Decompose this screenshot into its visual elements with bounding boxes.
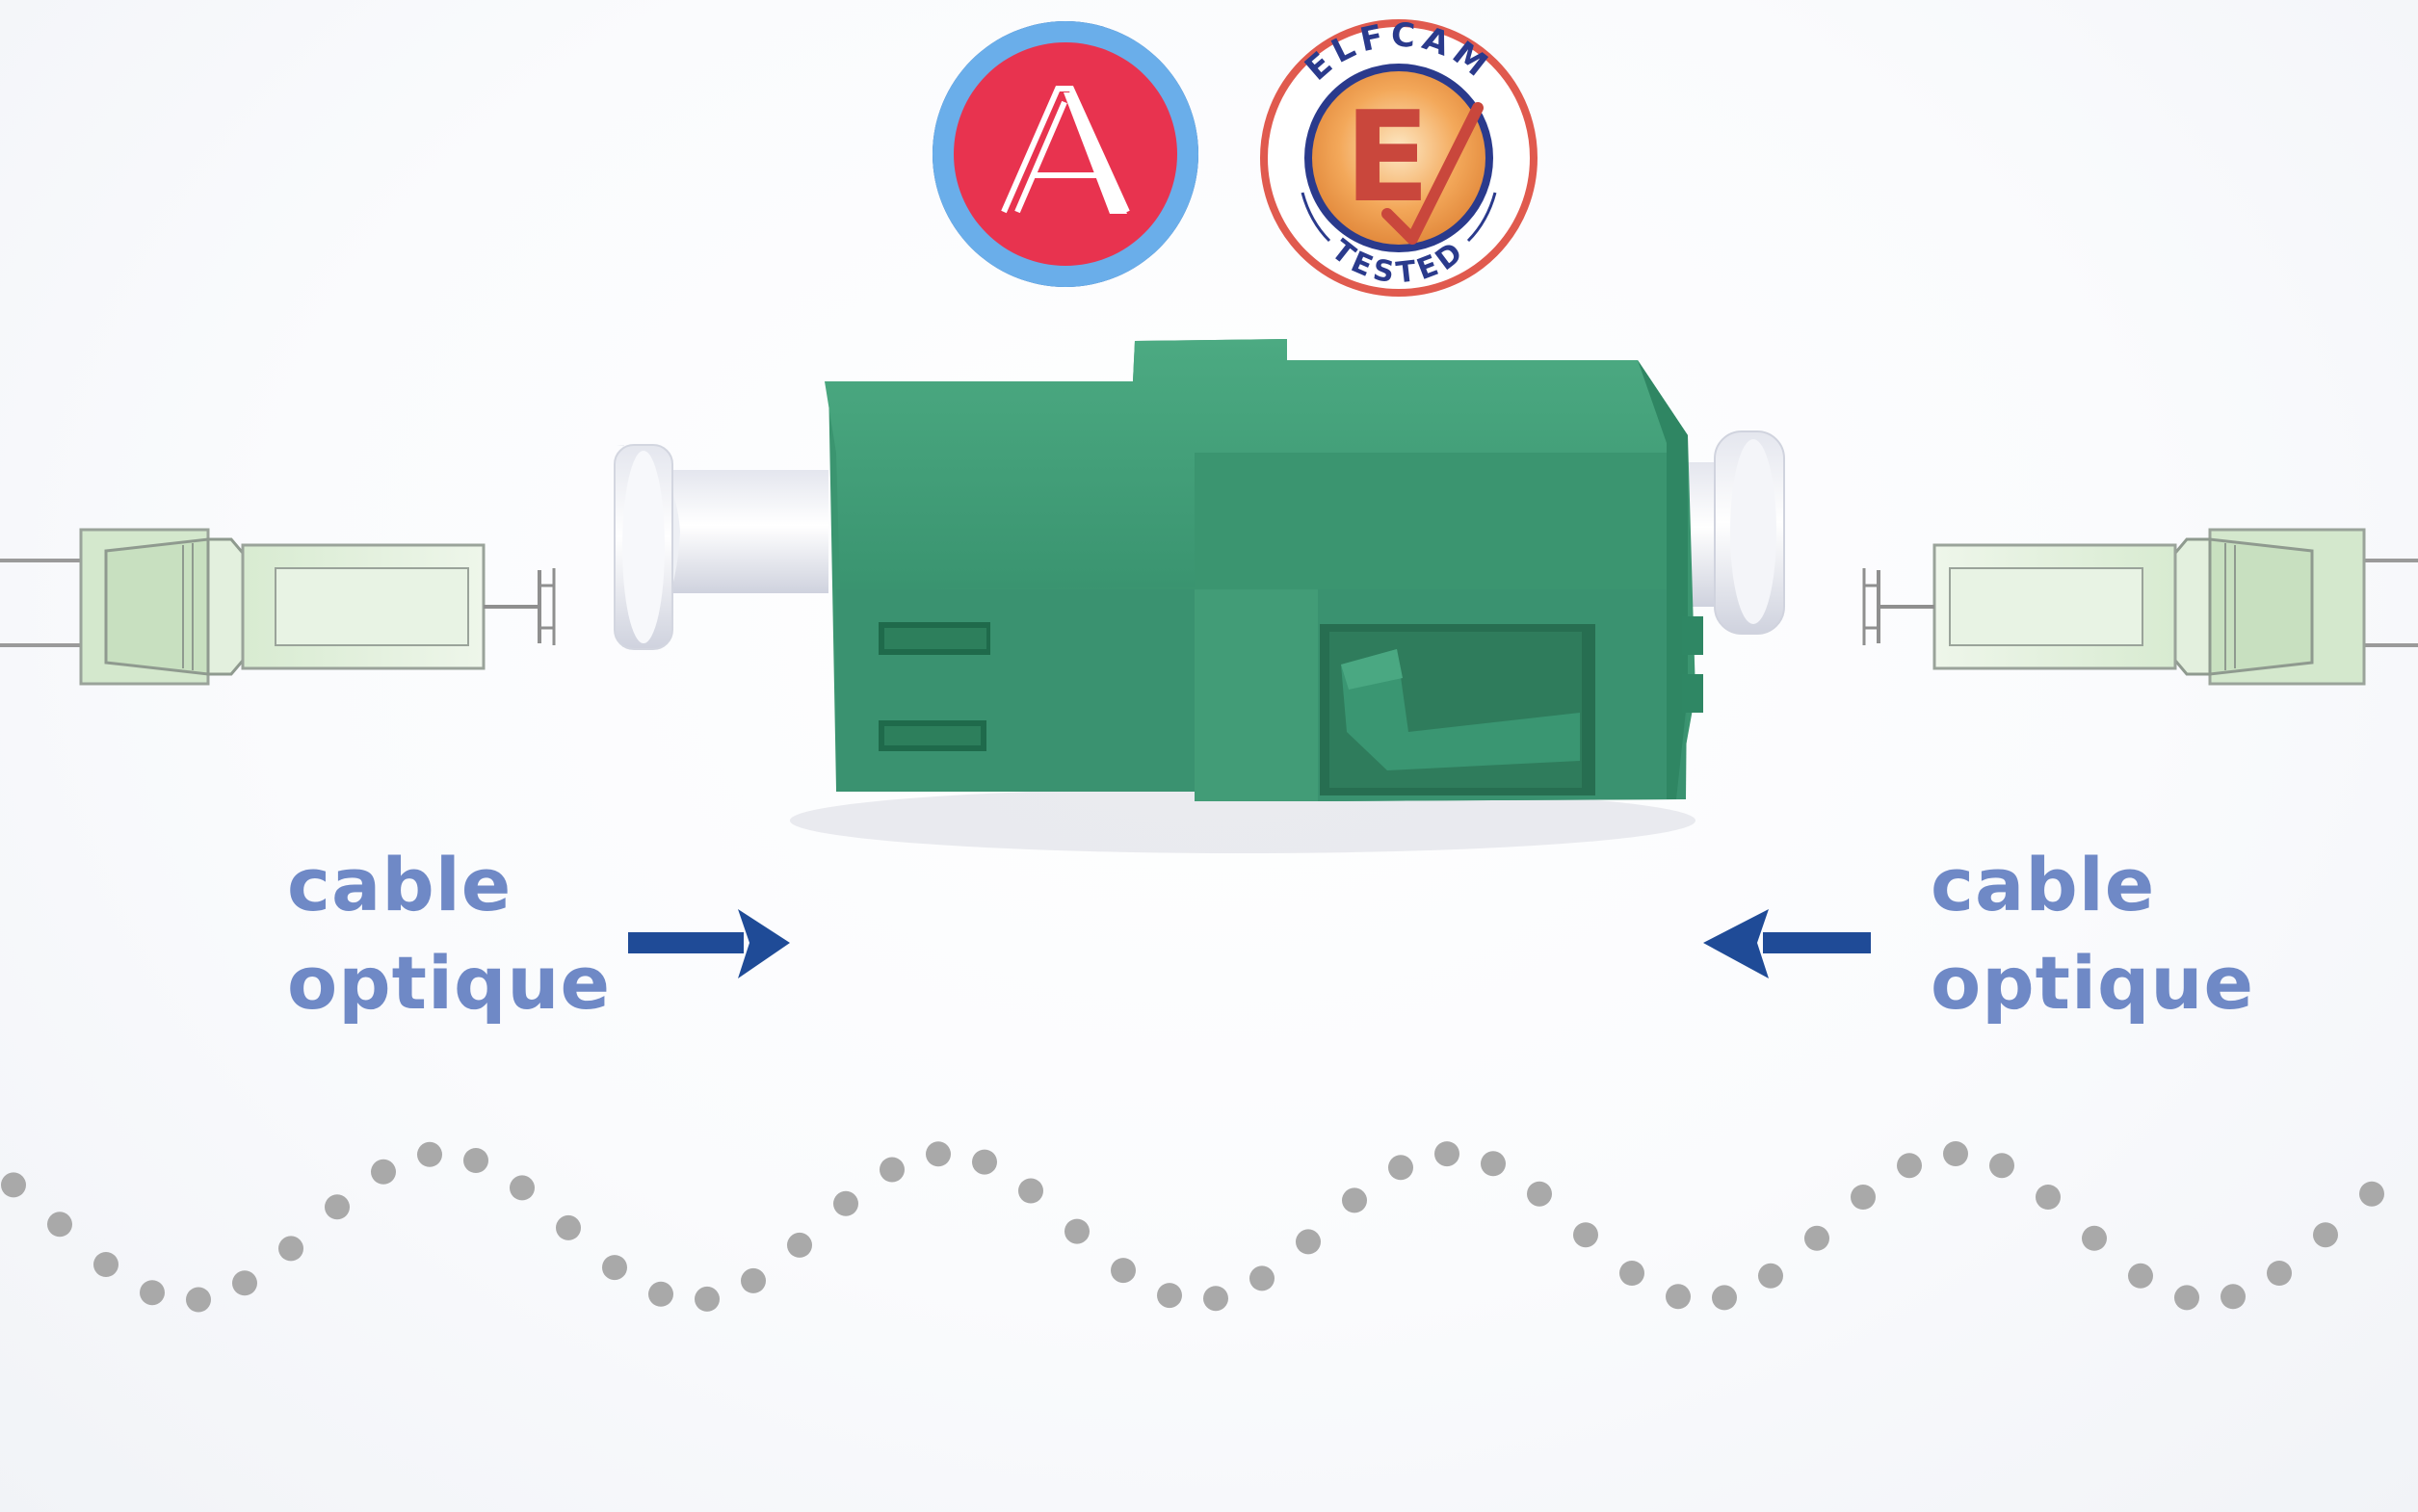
fiber-dotted-wave xyxy=(1,1141,2384,1313)
wave-dot xyxy=(510,1175,535,1201)
wave-dot xyxy=(1342,1187,1367,1213)
wave-dot xyxy=(463,1148,488,1173)
elfcam-tested-logo: ELFCAM TESTED E xyxy=(1260,15,1538,297)
wave-dot xyxy=(232,1270,257,1296)
wave-dot xyxy=(140,1280,165,1306)
elfcam-letter: E xyxy=(1345,84,1431,230)
wave-dot xyxy=(2359,1181,2384,1207)
left-cable-label: cable optique xyxy=(287,836,611,1032)
wave-dot xyxy=(1897,1153,1922,1179)
wave-dot xyxy=(1804,1225,1829,1251)
wave-dot xyxy=(602,1255,627,1281)
wave-dot xyxy=(833,1190,858,1216)
wave-dot xyxy=(1758,1263,1783,1289)
wave-dot xyxy=(1573,1222,1598,1248)
wave-dot xyxy=(1388,1155,1413,1181)
wave-dot xyxy=(787,1232,812,1258)
wave-dot xyxy=(186,1287,211,1313)
wave-dot xyxy=(926,1141,951,1167)
wave-dot xyxy=(1943,1141,1968,1166)
wave-dot xyxy=(1157,1283,1182,1309)
wave-dot xyxy=(1018,1178,1043,1204)
wave-dot xyxy=(1989,1153,2014,1179)
wave-dot xyxy=(1712,1285,1737,1311)
wave-dot xyxy=(278,1236,303,1262)
right-arrow-icon xyxy=(1703,909,1871,978)
wave-dot xyxy=(695,1286,720,1312)
wave-dot xyxy=(2221,1284,2246,1310)
wave-dot xyxy=(2128,1263,2153,1289)
left-cable-label-line2: optique xyxy=(287,940,612,1026)
wave-dot xyxy=(2036,1185,2061,1210)
wave-dot xyxy=(1666,1284,1691,1310)
right-cable-label-line1: cable xyxy=(1931,842,2156,927)
wave-dot xyxy=(417,1141,442,1167)
wave-dot xyxy=(1249,1265,1275,1291)
wave-dot xyxy=(1203,1286,1228,1312)
wave-dot xyxy=(1527,1181,1552,1207)
wave-dot xyxy=(1619,1261,1644,1286)
right-lc-connector-diagram xyxy=(1862,528,2418,686)
wave-dot xyxy=(972,1149,997,1175)
wave-dot xyxy=(880,1157,905,1183)
wave-dot xyxy=(2313,1222,2338,1248)
lc-apc-adapter xyxy=(614,339,1785,853)
wave-dot xyxy=(1064,1218,1090,1244)
left-cable-label-line1: cable xyxy=(287,842,513,927)
wave-dot xyxy=(1111,1258,1136,1284)
wave-dot xyxy=(47,1212,72,1238)
wave-dot xyxy=(1851,1185,1876,1210)
wave-dot xyxy=(2174,1285,2199,1311)
left-lc-connector-diagram xyxy=(0,528,556,686)
wave-dot xyxy=(1296,1229,1321,1255)
left-dust-cap xyxy=(614,444,828,650)
right-cable-label: cable optique xyxy=(1931,836,2254,1032)
wave-dot xyxy=(371,1159,396,1185)
left-arrow-icon xyxy=(628,909,790,978)
right-cable-label-line2: optique xyxy=(1931,940,2255,1026)
wave-dot xyxy=(556,1214,581,1240)
wave-dot xyxy=(1,1172,26,1198)
wave-dot xyxy=(741,1267,766,1293)
wave-dot xyxy=(648,1281,673,1307)
wave-dot xyxy=(93,1252,118,1277)
wave-dot xyxy=(2267,1261,2292,1286)
wave-dot xyxy=(1481,1151,1506,1177)
wave-dot xyxy=(1434,1141,1459,1167)
a-brand-logo: A xyxy=(933,21,1198,287)
wave-dot xyxy=(2082,1225,2107,1251)
wave-dot xyxy=(325,1194,350,1220)
